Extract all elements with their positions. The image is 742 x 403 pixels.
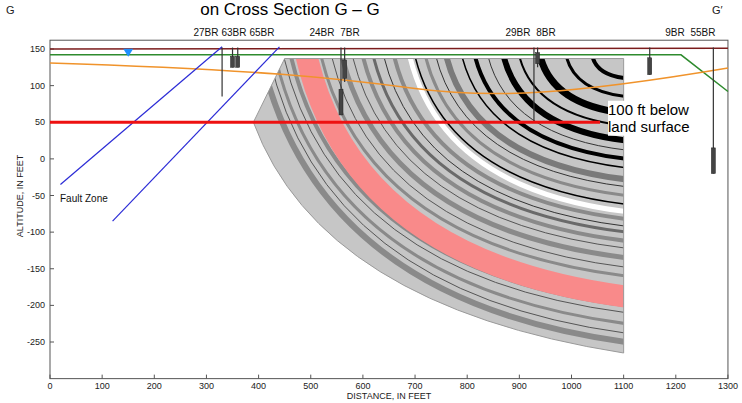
y-tick-label: 100 [30,80,45,90]
x-tick-label: 200 [147,381,162,391]
x-tick [310,375,311,379]
rock-layer [462,56,626,167]
x-tick [258,375,259,379]
x-tick-label: 800 [460,381,475,391]
y-tick-label: -100 [27,227,45,237]
plot-frame [50,40,728,378]
rock-layer [592,56,626,78]
well-screen [536,53,540,64]
x-tick-label: 1000 [561,381,581,391]
land-surface-line [50,48,728,50]
section-end-label: G′ [712,4,723,17]
x-tick-label: 600 [355,381,370,391]
x-tick [727,375,728,379]
chart-title: on Cross Section G – G [200,0,380,20]
rock-layer [384,56,626,226]
axis-title: ALTITUDE, IN FEET [15,154,25,236]
depth-marker-line [50,121,600,124]
potentiometric-line [50,63,728,94]
y-tick [50,305,54,306]
y-tick-label: -200 [27,300,45,310]
depth-marker-label: 100 ft below land surface [608,101,712,136]
y-tick-label: -50 [32,190,45,200]
y-tick [50,195,54,196]
well-screen [339,89,343,115]
y-tick-label: 150 [30,44,45,54]
well-screen [231,56,235,67]
x-tick-label: 900 [512,381,527,391]
rock-layer [488,56,626,150]
well-name: 9BR [665,27,684,39]
y-tick-label: 0 [40,154,45,164]
x-tick-label: 0 [47,381,52,391]
x-tick-label: 1300 [718,381,738,391]
well-screen [648,58,652,75]
well-screen [343,60,347,78]
x-tick-label: 1100 [614,381,633,391]
rock-layer [275,56,626,323]
rock-layer [284,56,627,312]
y-tick [50,342,54,343]
y-tick [50,268,54,269]
x-tick [102,375,103,379]
well-name: 27BR [193,27,218,39]
well-name: 8BR [536,27,555,39]
x-tick [50,375,51,379]
well-casing [221,48,222,97]
rock-layer [373,56,626,232]
water-table-symbol [123,49,133,57]
well-name: 7BR [340,27,359,39]
x-tick [519,375,520,379]
rock-outline [253,59,623,353]
fault-line [60,47,222,185]
x-tick [675,375,676,379]
rock-layer [475,56,626,159]
y-tick [50,158,54,159]
x-tick-label: 1200 [666,381,686,391]
rock-layer [446,56,626,179]
fault-label: Fault Zone [60,193,108,205]
x-tick-label: 700 [408,381,423,391]
rock-body [253,59,623,353]
well-name: 24BR [309,27,334,39]
x-tick [623,375,624,379]
rock-layer [342,56,626,257]
well-name: 65BR [249,27,274,39]
x-tick-label: 500 [303,381,318,391]
rock-layer [269,56,626,333]
rock-layer [415,56,626,204]
well-screen [711,148,715,174]
x-tick [467,375,468,379]
rock-layer [566,56,626,96]
x-tick [415,375,416,379]
well-name: 55BR [690,27,715,39]
x-tick [362,375,363,379]
rock-layer [363,56,626,241]
x-tick [154,375,155,379]
y-tick [50,85,54,86]
x-tick-label: 100 [95,381,110,391]
section-end-label: G [6,4,15,17]
x-tick-label: 400 [251,381,266,391]
x-tick [206,375,207,379]
axis-title: DISTANCE, IN FEET [347,391,431,401]
rock-layer [410,56,626,211]
rock-layer [291,56,626,305]
rock-layer [394,56,626,219]
well-screen [236,56,240,67]
well-name: 29BR [505,27,530,39]
rock-layer [425,56,626,195]
well-name: 63BR [221,27,246,39]
y-tick-label: -150 [27,264,45,274]
rock-layer [261,56,626,342]
fault-line [113,47,280,221]
x-tick [571,375,572,379]
x-tick-label: 300 [199,381,214,391]
y-tick [50,232,54,233]
y-tick-label: 50 [35,117,45,127]
y-tick-label: -250 [27,337,45,347]
well-casing [533,48,534,123]
